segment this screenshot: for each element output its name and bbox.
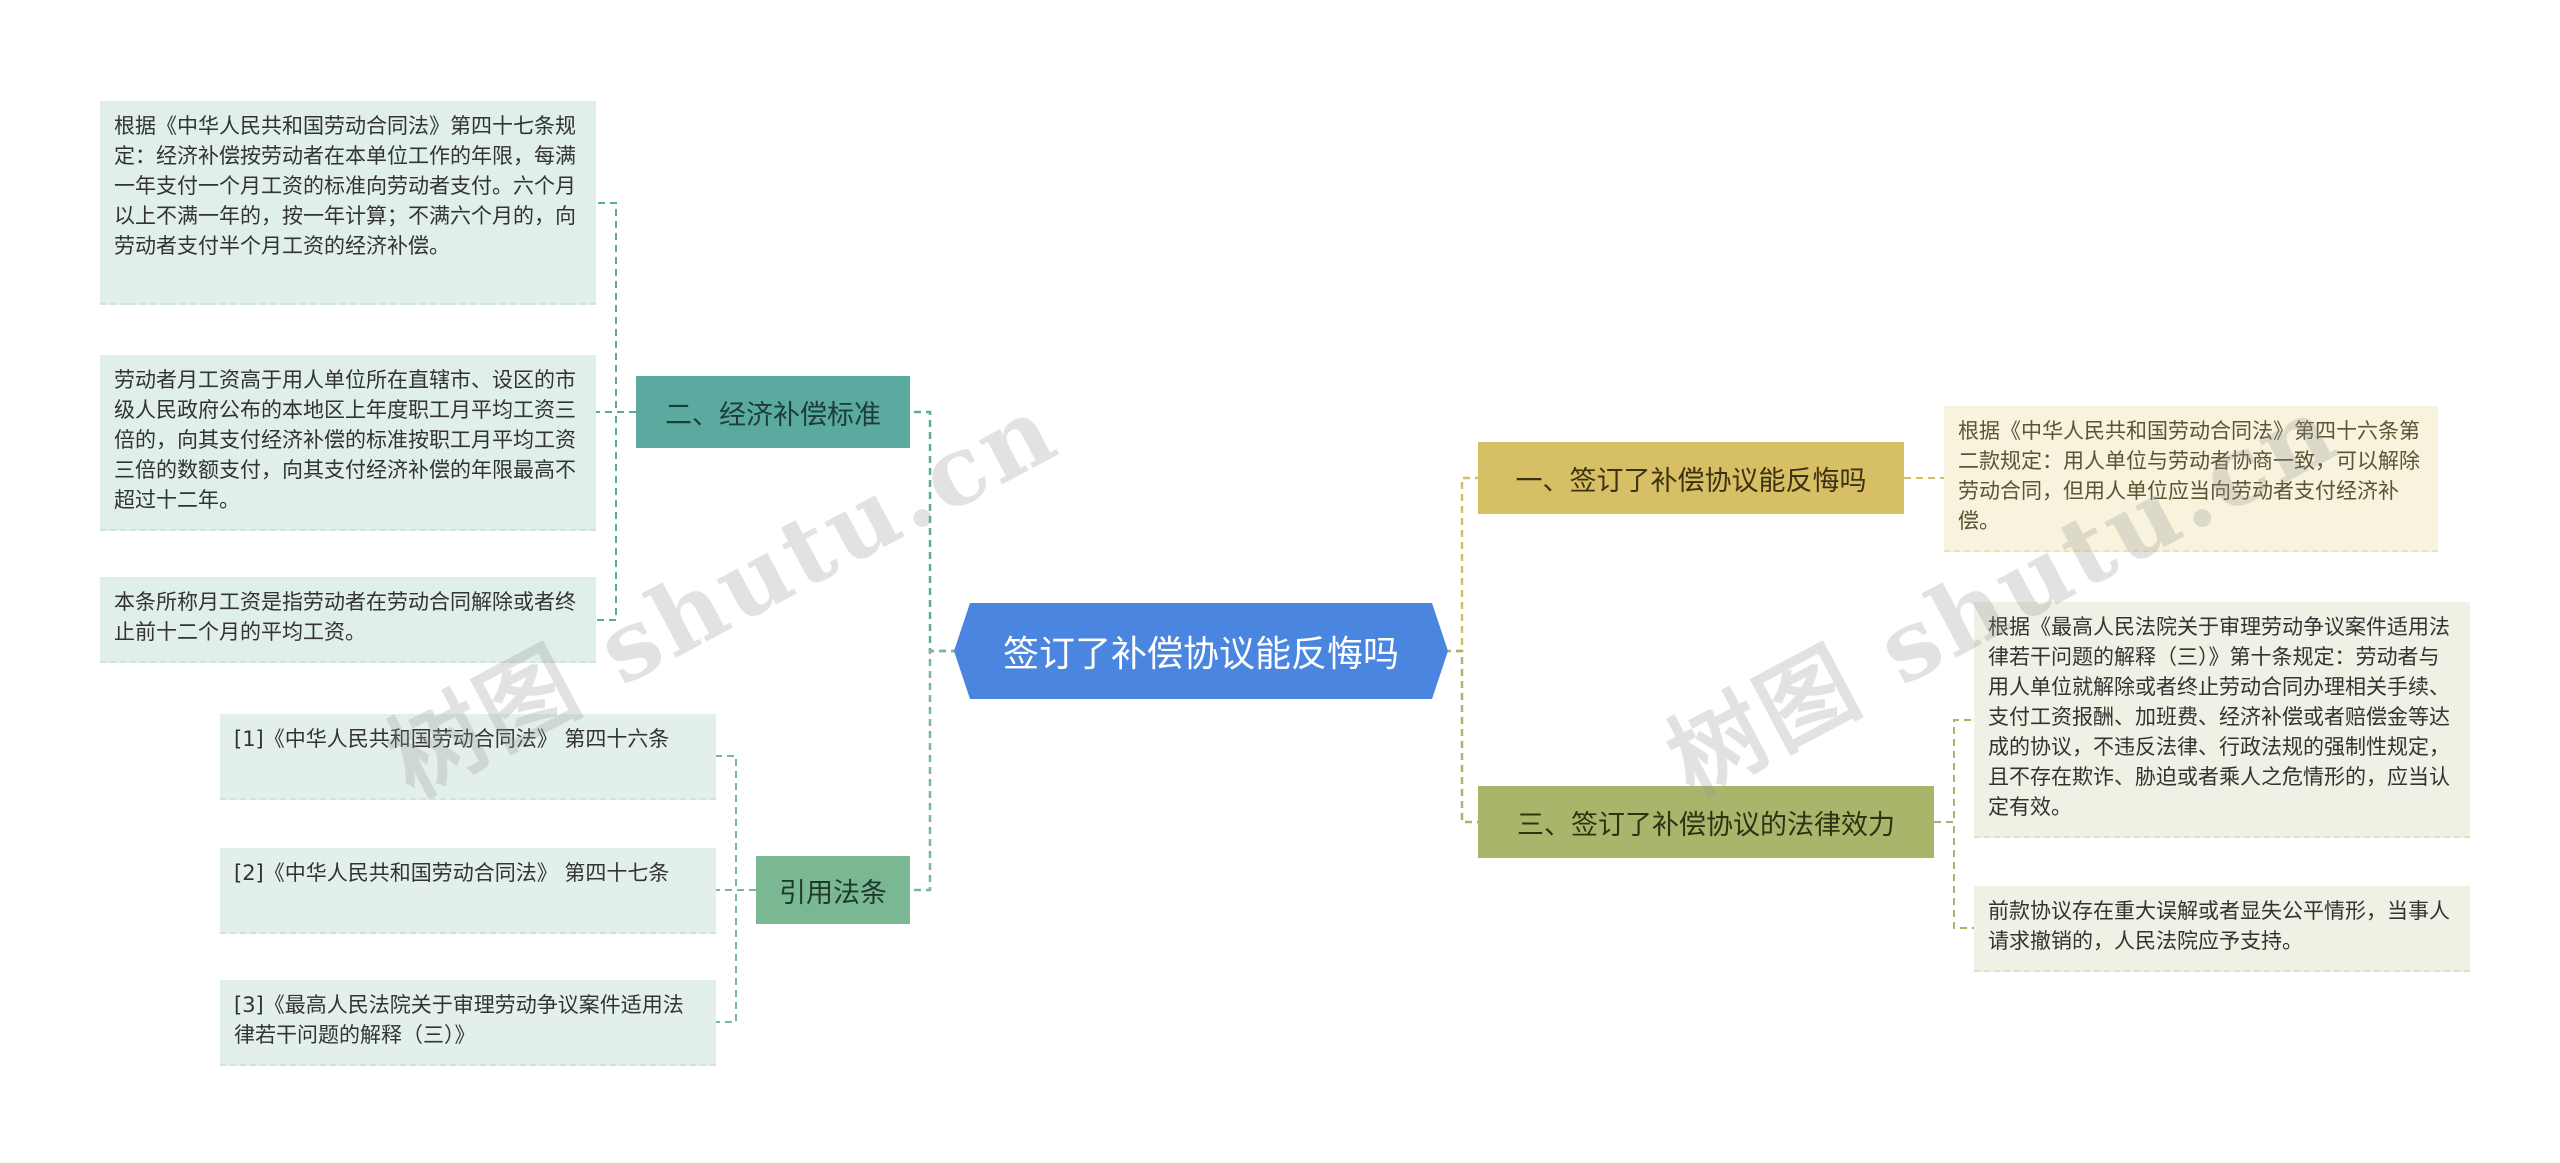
leaf-citation-1[interactable]: [1]《中华人民共和国劳动合同法》 第四十六条 — [220, 714, 716, 800]
leaf-compensation-2[interactable]: 劳动者月工资高于用人单位所在直辖市、设区的市级人民政府公布的本地区上年度职工月平… — [100, 355, 596, 531]
link-citations-leaf-1 — [716, 755, 756, 891]
leaf-legal-effect-2-text: 前款协议存在重大误解或者显失公平情形，当事人请求撤销的，人民法院应予支持。 — [1988, 899, 2450, 953]
leaf-legal-effect-1[interactable]: 根据《最高人民法院关于审理劳动争议案件适用法律若干问题的解释（三）》第十条规定：… — [1974, 602, 2470, 838]
leaf-compensation-1-text: 根据《中华人民共和国劳动合同法》第四十七条规定：经济补偿按劳动者在本单位工作的年… — [114, 114, 576, 258]
branch-can-regret-label: 一、签订了补偿协议能反悔吗 — [1515, 465, 1867, 497]
link-compensation-leaf-3 — [596, 411, 636, 621]
root-label: 签订了补偿协议能反悔吗 — [1002, 634, 1399, 675]
leaf-can-regret-1[interactable]: 根据《中华人民共和国劳动合同法》第四十六条第二款规定：用人单位与劳动者协商一致，… — [1944, 406, 2438, 552]
leaf-citation-3[interactable]: [3]《最高人民法院关于审理劳动争议案件适用法律若干问题的解释（三）》 — [220, 980, 716, 1066]
leaf-can-regret-1-text: 根据《中华人民共和国劳动合同法》第四十六条第二款规定：用人单位与劳动者协商一致，… — [1958, 419, 2420, 533]
root-node[interactable]: 签订了补偿协议能反悔吗 — [954, 603, 1448, 699]
leaf-legal-effect-1-text: 根据《最高人民法院关于审理劳动争议案件适用法律若干问题的解释（三）》第十条规定：… — [1988, 615, 2450, 819]
leaf-citation-2[interactable]: [2]《中华人民共和国劳动合同法》 第四十七条 — [220, 848, 716, 934]
leaf-compensation-3[interactable]: 本条所称月工资是指劳动者在劳动合同解除或者终止前十二个月的平均工资。 — [100, 577, 596, 663]
branch-legal-effect-label: 三、签订了补偿协议的法律效力 — [1517, 809, 1895, 841]
leaf-legal-effect-2[interactable]: 前款协议存在重大误解或者显失公平情形，当事人请求撤销的，人民法院应予支持。 — [1974, 886, 2470, 972]
leaf-citation-3-text: [3]《最高人民法院关于审理劳动争议案件适用法律若干问题的解释（三）》 — [234, 993, 684, 1047]
link-compensation-leaf-1 — [596, 202, 636, 413]
branch-legal-effect[interactable]: 三、签订了补偿协议的法律效力 — [1478, 786, 1934, 858]
root-shape — [954, 603, 1448, 699]
link-root-citations — [910, 649, 958, 892]
branch-compensation-standard-label: 二、经济补偿标准 — [665, 399, 881, 431]
link-citations-leaf-3 — [716, 889, 756, 1023]
link-root-can-regret — [1444, 476, 1478, 653]
link-root-compensation — [910, 410, 958, 653]
link-legal-effect-leaf-2 — [1934, 821, 1974, 929]
branch-citations-label: 引用法条 — [779, 877, 887, 909]
link-root-legal-effect — [1444, 649, 1478, 824]
branch-compensation-standard[interactable]: 二、经济补偿标准 — [636, 376, 910, 448]
leaf-compensation-3-text: 本条所称月工资是指劳动者在劳动合同解除或者终止前十二个月的平均工资。 — [114, 590, 576, 644]
branch-citations[interactable]: 引用法条 — [756, 856, 910, 924]
leaf-citation-1-text: [1]《中华人民共和国劳动合同法》 第四十六条 — [234, 727, 670, 751]
leaf-compensation-1[interactable]: 根据《中华人民共和国劳动合同法》第四十七条规定：经济补偿按劳动者在本单位工作的年… — [100, 101, 596, 305]
branch-can-regret[interactable]: 一、签订了补偿协议能反悔吗 — [1478, 442, 1904, 514]
link-legal-effect-leaf-1 — [1934, 719, 1974, 823]
leaf-citation-2-text: [2]《中华人民共和国劳动合同法》 第四十七条 — [234, 861, 670, 885]
leaf-compensation-2-text: 劳动者月工资高于用人单位所在直辖市、设区的市级人民政府公布的本地区上年度职工月平… — [114, 368, 576, 512]
